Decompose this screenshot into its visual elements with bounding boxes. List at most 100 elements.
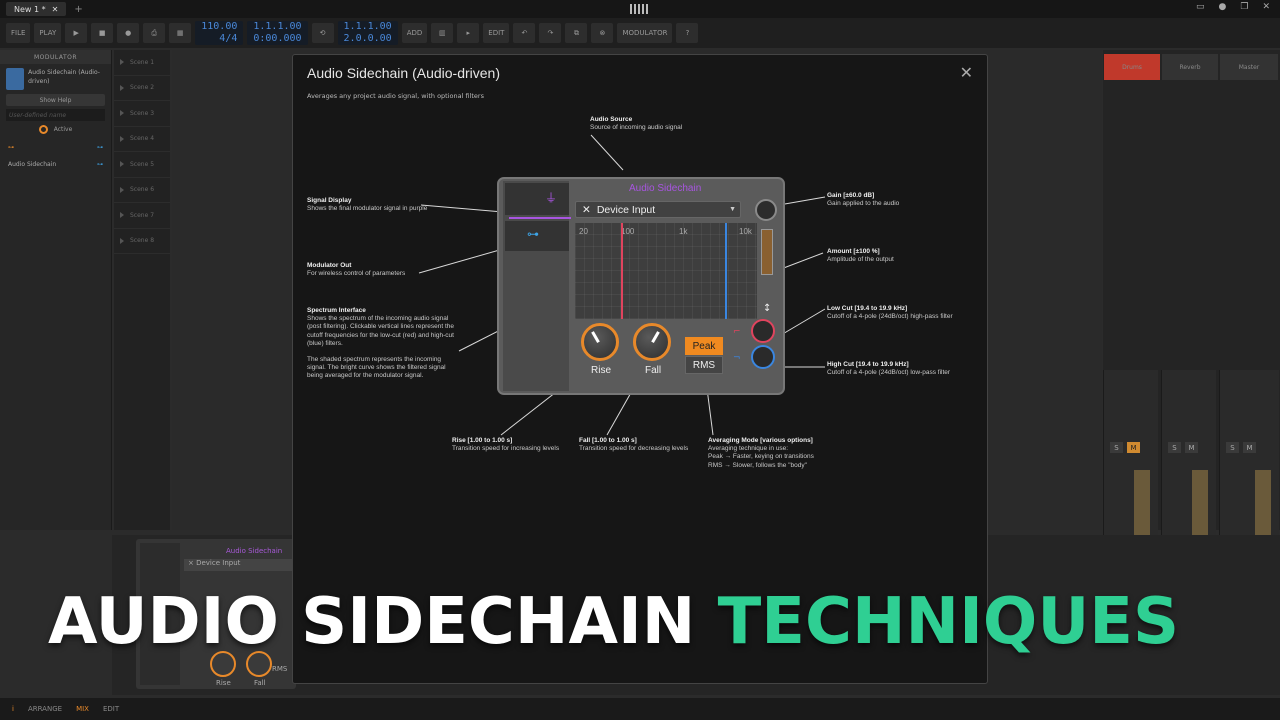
record-icon[interactable]: ● xyxy=(117,23,140,43)
modulator-out-icon[interactable]: ⊶ xyxy=(97,144,103,151)
position-bars: 1.1.1.00 xyxy=(253,21,302,32)
rise-knob[interactable] xyxy=(581,323,619,361)
level-meter[interactable] xyxy=(1255,470,1271,540)
scene-row[interactable]: Scene 5 xyxy=(114,152,170,178)
spectrum-display[interactable]: 20 100 1k 10k xyxy=(575,223,757,319)
scene-row[interactable]: Scene 1 xyxy=(114,50,170,76)
modal-title: Audio Sidechain (Audio-driven) xyxy=(307,65,500,81)
automation-icon[interactable]: ⎙ xyxy=(143,23,166,43)
scene-row[interactable]: Scene 8 xyxy=(114,229,170,254)
groove-icon[interactable]: ▦ xyxy=(169,23,192,43)
list-item[interactable]: Audio Sidechain ⊶ xyxy=(8,161,103,168)
gain-knob[interactable] xyxy=(755,199,777,221)
window-close-icon[interactable]: ✕ xyxy=(1262,2,1270,12)
solo-button[interactable]: S xyxy=(1110,442,1123,453)
keyboard-icon[interactable]: ▭ xyxy=(1196,2,1205,12)
copy-icon[interactable]: ⧉ xyxy=(565,23,588,43)
undo-icon[interactable]: ↶ xyxy=(513,23,536,43)
active-label: Active xyxy=(53,126,73,133)
annotation-amount: Amount [±100 %] Amplitude of the output xyxy=(827,248,894,264)
arrange-tab[interactable]: ARRANGE xyxy=(27,705,63,713)
updown-arrow-icon[interactable]: ↕ xyxy=(763,303,772,314)
scene-row[interactable]: Scene 4 xyxy=(114,127,170,152)
rms-button[interactable]: RMS xyxy=(685,356,723,374)
high-pass-icon: ⌐ xyxy=(733,327,741,337)
mix-tab[interactable]: MIX xyxy=(76,705,89,713)
annotation-signal-display: Signal Display Shows the final modulator… xyxy=(307,197,428,213)
scene-row[interactable]: Scene 2 xyxy=(114,76,170,101)
active-toggle[interactable]: Active xyxy=(6,125,105,134)
fall-knob[interactable] xyxy=(246,651,272,677)
rise-knob[interactable] xyxy=(210,651,236,677)
high-cut-knob[interactable] xyxy=(751,345,775,369)
mute-button[interactable]: M xyxy=(1185,442,1198,453)
stop-icon[interactable]: ■ xyxy=(91,23,114,43)
help-icon[interactable]: ? xyxy=(676,23,699,43)
info-icon[interactable]: i xyxy=(12,705,14,713)
annotation-averaging-mode: Averaging Mode [various options] Averagi… xyxy=(708,437,814,469)
device-chain-audio-sidechain[interactable]: Audio Sidechain × Device Input Rise Fall… xyxy=(136,539,296,689)
track-header-master[interactable]: Master xyxy=(1220,54,1278,80)
scene-row[interactable]: Scene 6 xyxy=(114,178,170,203)
mute-button[interactable]: M xyxy=(1243,442,1256,453)
redo-icon[interactable]: ↷ xyxy=(539,23,562,43)
amount-slider[interactable] xyxy=(761,229,773,275)
arrow-icon[interactable]: ▸ xyxy=(457,23,480,43)
solo-button[interactable]: S xyxy=(1226,442,1239,453)
annotation-spectrum: Spectrum Interface Shows the spectrum of… xyxy=(307,307,455,380)
fall-knob[interactable] xyxy=(633,323,671,361)
solo-button[interactable]: S xyxy=(1168,442,1181,453)
loop-icon[interactable]: ⟲ xyxy=(311,23,334,43)
annotation-audio-source: Audio Source Source of incoming audio si… xyxy=(590,116,683,132)
show-help-button[interactable]: Show Help xyxy=(6,94,105,106)
project-tab[interactable]: New 1 * ✕ xyxy=(6,2,67,16)
tick-label: 1k xyxy=(679,227,688,236)
project-tab-label: New 1 * xyxy=(14,4,46,14)
headline: AUDIO SIDECHAIN TECHNIQUES xyxy=(48,585,1179,659)
annotation-high-cut: High Cut [19.4 to 19.9 kHz] Cutoff of a … xyxy=(827,361,951,377)
edit-button[interactable]: EDIT xyxy=(483,23,510,43)
close-icon[interactable]: ✕ xyxy=(959,63,973,82)
track-header-reverb[interactable]: Reverb xyxy=(1162,54,1218,80)
device-input-select[interactable]: × Device Input xyxy=(184,559,294,571)
position-display[interactable]: 1.1.1.00 0:00.000 xyxy=(247,21,308,45)
device-input-select[interactable]: ✕ Device Input ▼ xyxy=(575,201,741,218)
low-cut-knob[interactable] xyxy=(751,319,775,343)
loop-end: 2.0.0.00 xyxy=(343,33,392,44)
tempo-display[interactable]: 110.00 4/4 xyxy=(195,21,244,45)
modulator-button[interactable]: MODULATOR xyxy=(617,23,673,43)
delete-icon[interactable]: ⊗ xyxy=(591,23,614,43)
device-input-value: Device Input xyxy=(596,203,656,216)
high-cut-line[interactable] xyxy=(725,223,727,319)
clear-input-icon[interactable]: ✕ xyxy=(582,203,591,216)
file-button[interactable]: FILE xyxy=(6,23,31,43)
scene-row[interactable]: Scene 7 xyxy=(114,203,170,229)
loop-display[interactable]: 1.1.1.00 2.0.0.00 xyxy=(337,21,398,45)
level-meter[interactable] xyxy=(1192,470,1208,540)
close-tab-icon[interactable]: ✕ xyxy=(51,4,59,14)
level-meter[interactable] xyxy=(1134,470,1150,540)
peak-button[interactable]: Peak xyxy=(685,337,723,355)
new-tab-icon[interactable]: + xyxy=(74,3,83,15)
scene-row[interactable]: Scene 3 xyxy=(114,101,170,127)
low-cut-line[interactable] xyxy=(621,223,623,319)
add-button[interactable]: ADD xyxy=(401,23,428,43)
minimize-icon[interactable]: ● xyxy=(1218,2,1227,12)
mute-button[interactable]: M xyxy=(1127,442,1140,453)
headline-accent: TECHNIQUES xyxy=(717,585,1180,659)
rise-label: Rise xyxy=(216,679,231,687)
play-menu-button[interactable]: PLAY xyxy=(34,23,62,43)
fall-label: Fall xyxy=(645,365,662,376)
user-name-input[interactable]: User-defined name xyxy=(6,109,105,121)
modulator-in-icon[interactable]: ⊶ xyxy=(8,144,14,151)
modal-subtitle: Averages any project audio signal, with … xyxy=(307,92,484,100)
device-side-panel: ⏚ ⊶ xyxy=(503,181,571,391)
signal-display: ⏚ xyxy=(505,183,569,215)
piano-icon[interactable]: ▥ xyxy=(431,23,454,43)
power-icon xyxy=(38,125,48,134)
edit-tab[interactable]: EDIT xyxy=(102,705,120,713)
track-header-drums[interactable]: Drums xyxy=(1104,54,1160,80)
restore-icon[interactable]: ❐ xyxy=(1240,2,1249,12)
play-icon[interactable]: ▶ xyxy=(65,23,88,43)
modulator-out-slot[interactable]: ⊶ xyxy=(505,221,569,251)
